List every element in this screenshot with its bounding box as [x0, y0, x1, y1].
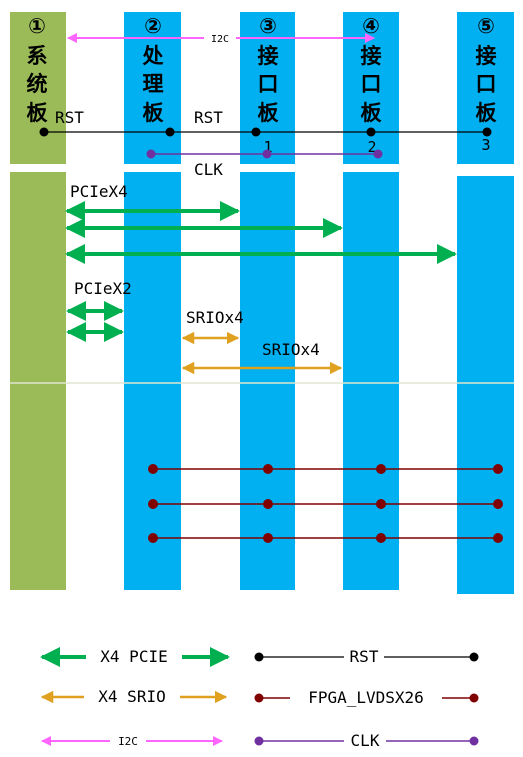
- board-2-number: ②: [144, 14, 162, 38]
- rst-label-left: RST: [55, 108, 84, 127]
- rst-dot-board-3: [251, 127, 261, 137]
- board-1-top: [10, 12, 66, 164]
- lvds-dot: [376, 499, 386, 509]
- board-4-char-1: 接: [361, 44, 382, 68]
- board-3-char-1: 接: [258, 44, 279, 68]
- lvds-dot: [148, 533, 158, 543]
- legend-pcie-label: X4 PCIE: [100, 647, 167, 666]
- board-2-char-2: 理: [143, 72, 164, 96]
- board-1-bottom: [10, 172, 66, 590]
- lvds-dot: [148, 464, 158, 474]
- legend-lvds-dot-left: [254, 693, 264, 703]
- legend-clk-label: CLK: [351, 731, 380, 750]
- srio-label-b: SRIOx4: [262, 340, 320, 359]
- board-3-char-2: 口: [258, 72, 279, 96]
- board-5-char-1: 接: [476, 44, 497, 68]
- legend-lvds-label: FPGA_LVDSX26: [308, 688, 424, 707]
- legend-rst-dot-right: [469, 652, 479, 662]
- i2c-label-bg: [204, 31, 236, 45]
- rst-dot-board-2: [165, 127, 175, 137]
- board-5-top: [457, 12, 514, 164]
- board-3-bottom: [240, 172, 295, 590]
- board-4-number: ④: [362, 14, 380, 38]
- board-3-number: ③: [259, 14, 277, 38]
- lvds-link-1: [148, 464, 503, 474]
- legend-i2c-label: I2C: [118, 735, 138, 748]
- lvds-dot: [376, 533, 386, 543]
- rst-dot-board-4: [366, 127, 376, 137]
- board-5-number: ⑤: [477, 14, 495, 38]
- legend-srio-label: X4 SRIO: [98, 687, 165, 706]
- lvds-dot: [263, 464, 273, 474]
- lvds-dot: [148, 499, 158, 509]
- legend-rst-dot-left: [254, 652, 264, 662]
- board-5-char-2: 口: [476, 72, 497, 96]
- lvds-dot: [263, 533, 273, 543]
- lvds-dot: [263, 499, 273, 509]
- srio-label-a: SRIOx4: [186, 308, 244, 327]
- board-5-bottom: [457, 176, 514, 594]
- lvds-link-3: [148, 533, 503, 543]
- board-3-char-3: 板: [258, 101, 280, 125]
- board-1-char-3: 板: [27, 101, 49, 125]
- board-1-system: [10, 12, 66, 590]
- board-4-char-3: 板: [361, 101, 383, 125]
- rst-label-mid: RST: [194, 108, 223, 127]
- board-4-index: 2: [367, 138, 376, 156]
- board-5-interface-3: [457, 12, 514, 594]
- legend-clk-dot-left: [254, 736, 264, 746]
- board-2-char-1: 处: [142, 44, 164, 68]
- board-2-bottom: [124, 172, 181, 590]
- clk-dot-board-4: [373, 149, 383, 159]
- board-5-char-3: 板: [476, 101, 498, 125]
- board-1-char-2: 统: [27, 72, 48, 96]
- rst-dot-board-5: [482, 127, 492, 137]
- i2c-label: I2C: [211, 34, 229, 45]
- clk-label: CLK: [194, 160, 223, 179]
- lvds-dot: [493, 533, 503, 543]
- board-4-char-2: 口: [361, 72, 382, 96]
- pcie-x4-label: PCIeX4: [70, 182, 128, 201]
- lvds-dot: [376, 464, 386, 474]
- legend-rst-label: RST: [350, 647, 379, 666]
- board-3-index: 1: [263, 138, 272, 156]
- legend-clk-dot-right: [469, 736, 479, 746]
- rst-dot-board-1: [39, 127, 49, 137]
- board-1-char-1: 系: [27, 44, 48, 68]
- board-1-number: ①: [28, 14, 46, 38]
- board-2-char-3: 板: [143, 101, 165, 125]
- board-4-bottom: [343, 172, 399, 590]
- board-5-index: 3: [481, 136, 490, 154]
- pcie-x2-label: PCIeX2: [74, 279, 132, 298]
- lvds-dot: [493, 464, 503, 474]
- lvds-dot: [493, 499, 503, 509]
- legend: X4 PCIE X4 SRIO I2C RST FPGA_LVDSX26 CLK: [40, 646, 479, 751]
- clk-dot-board-3: [262, 149, 272, 159]
- legend-lvds-dot-right: [469, 693, 479, 703]
- lvds-link-2: [148, 499, 503, 509]
- clk-dot-board-2: [146, 149, 156, 159]
